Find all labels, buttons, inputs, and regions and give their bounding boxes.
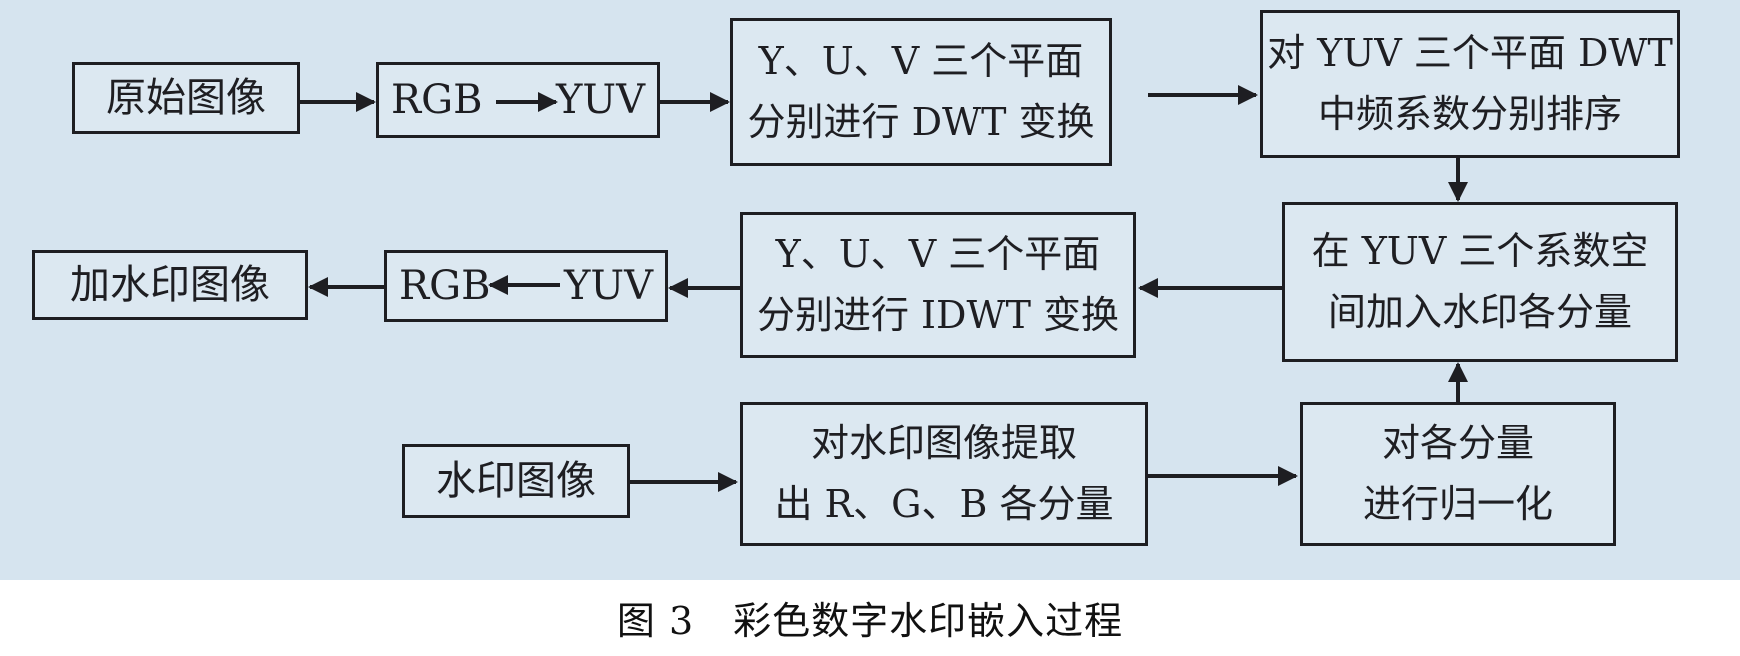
node-dwt-transform: Y、U、V 三个平面 分别进行 DWT 变换: [730, 18, 1112, 166]
node-watermarked-image-label: 加水印图像: [70, 262, 270, 308]
node-original-image: 原始图像: [72, 62, 300, 134]
node-extract-rgb-line2: 出 R、G、B 各分量: [774, 482, 1114, 526]
node-watermarked-image: 加水印图像: [32, 250, 308, 320]
node-dwt-transform-line1: Y、U、V 三个平面: [758, 39, 1084, 84]
node-rgb-to-yuv-right: YUV: [555, 77, 645, 123]
node-embed-watermark-line2: 间加入水印各分量: [1327, 290, 1632, 334]
node-sort-coefficients-line2: 中频系数分别排序: [1317, 92, 1622, 136]
node-idwt-transform-line2: 分别进行 IDWT 变换: [756, 293, 1120, 337]
node-idwt-transform: Y、U、V 三个平面 分别进行 IDWT 变换: [740, 212, 1136, 358]
node-idwt-transform-line1: Y、U、V 三个平面: [775, 232, 1101, 277]
node-embed-watermark: 在 YUV 三个系数空 间加入水印各分量: [1282, 202, 1678, 362]
arrows-layer: [300, 85, 1468, 492]
figure-caption: 图 3 彩色数字水印嵌入过程: [616, 599, 1124, 643]
node-yuv-to-rgb-right: YUV: [563, 263, 653, 309]
node-watermark-image-label: 水印图像: [436, 458, 596, 504]
node-original-image-label: 原始图像: [106, 75, 266, 121]
node-rgb-to-yuv-left: RGB: [391, 77, 483, 123]
node-yuv-to-rgb-left: RGB: [399, 263, 491, 309]
node-sort-coefficients-line1: 对 YUV 三个平面 DWT: [1267, 31, 1673, 76]
node-watermark-image: 水印图像: [402, 444, 630, 518]
node-normalize: 对各分量 进行归一化: [1300, 402, 1616, 546]
node-yuv-to-rgb: RGB YUV: [384, 250, 668, 322]
node-embed-watermark-line1: 在 YUV 三个系数空: [1311, 229, 1649, 274]
node-normalize-line1: 对各分量: [1381, 421, 1534, 466]
node-extract-rgb-line1: 对水印图像提取: [810, 421, 1077, 466]
node-extract-rgb: 对水印图像提取 出 R、G、B 各分量: [740, 402, 1148, 546]
node-dwt-transform-line2: 分别进行 DWT 变换: [747, 100, 1095, 144]
node-sort-coefficients: 对 YUV 三个平面 DWT 中频系数分别排序: [1260, 10, 1680, 158]
node-normalize-line2: 进行归一化: [1362, 482, 1553, 526]
